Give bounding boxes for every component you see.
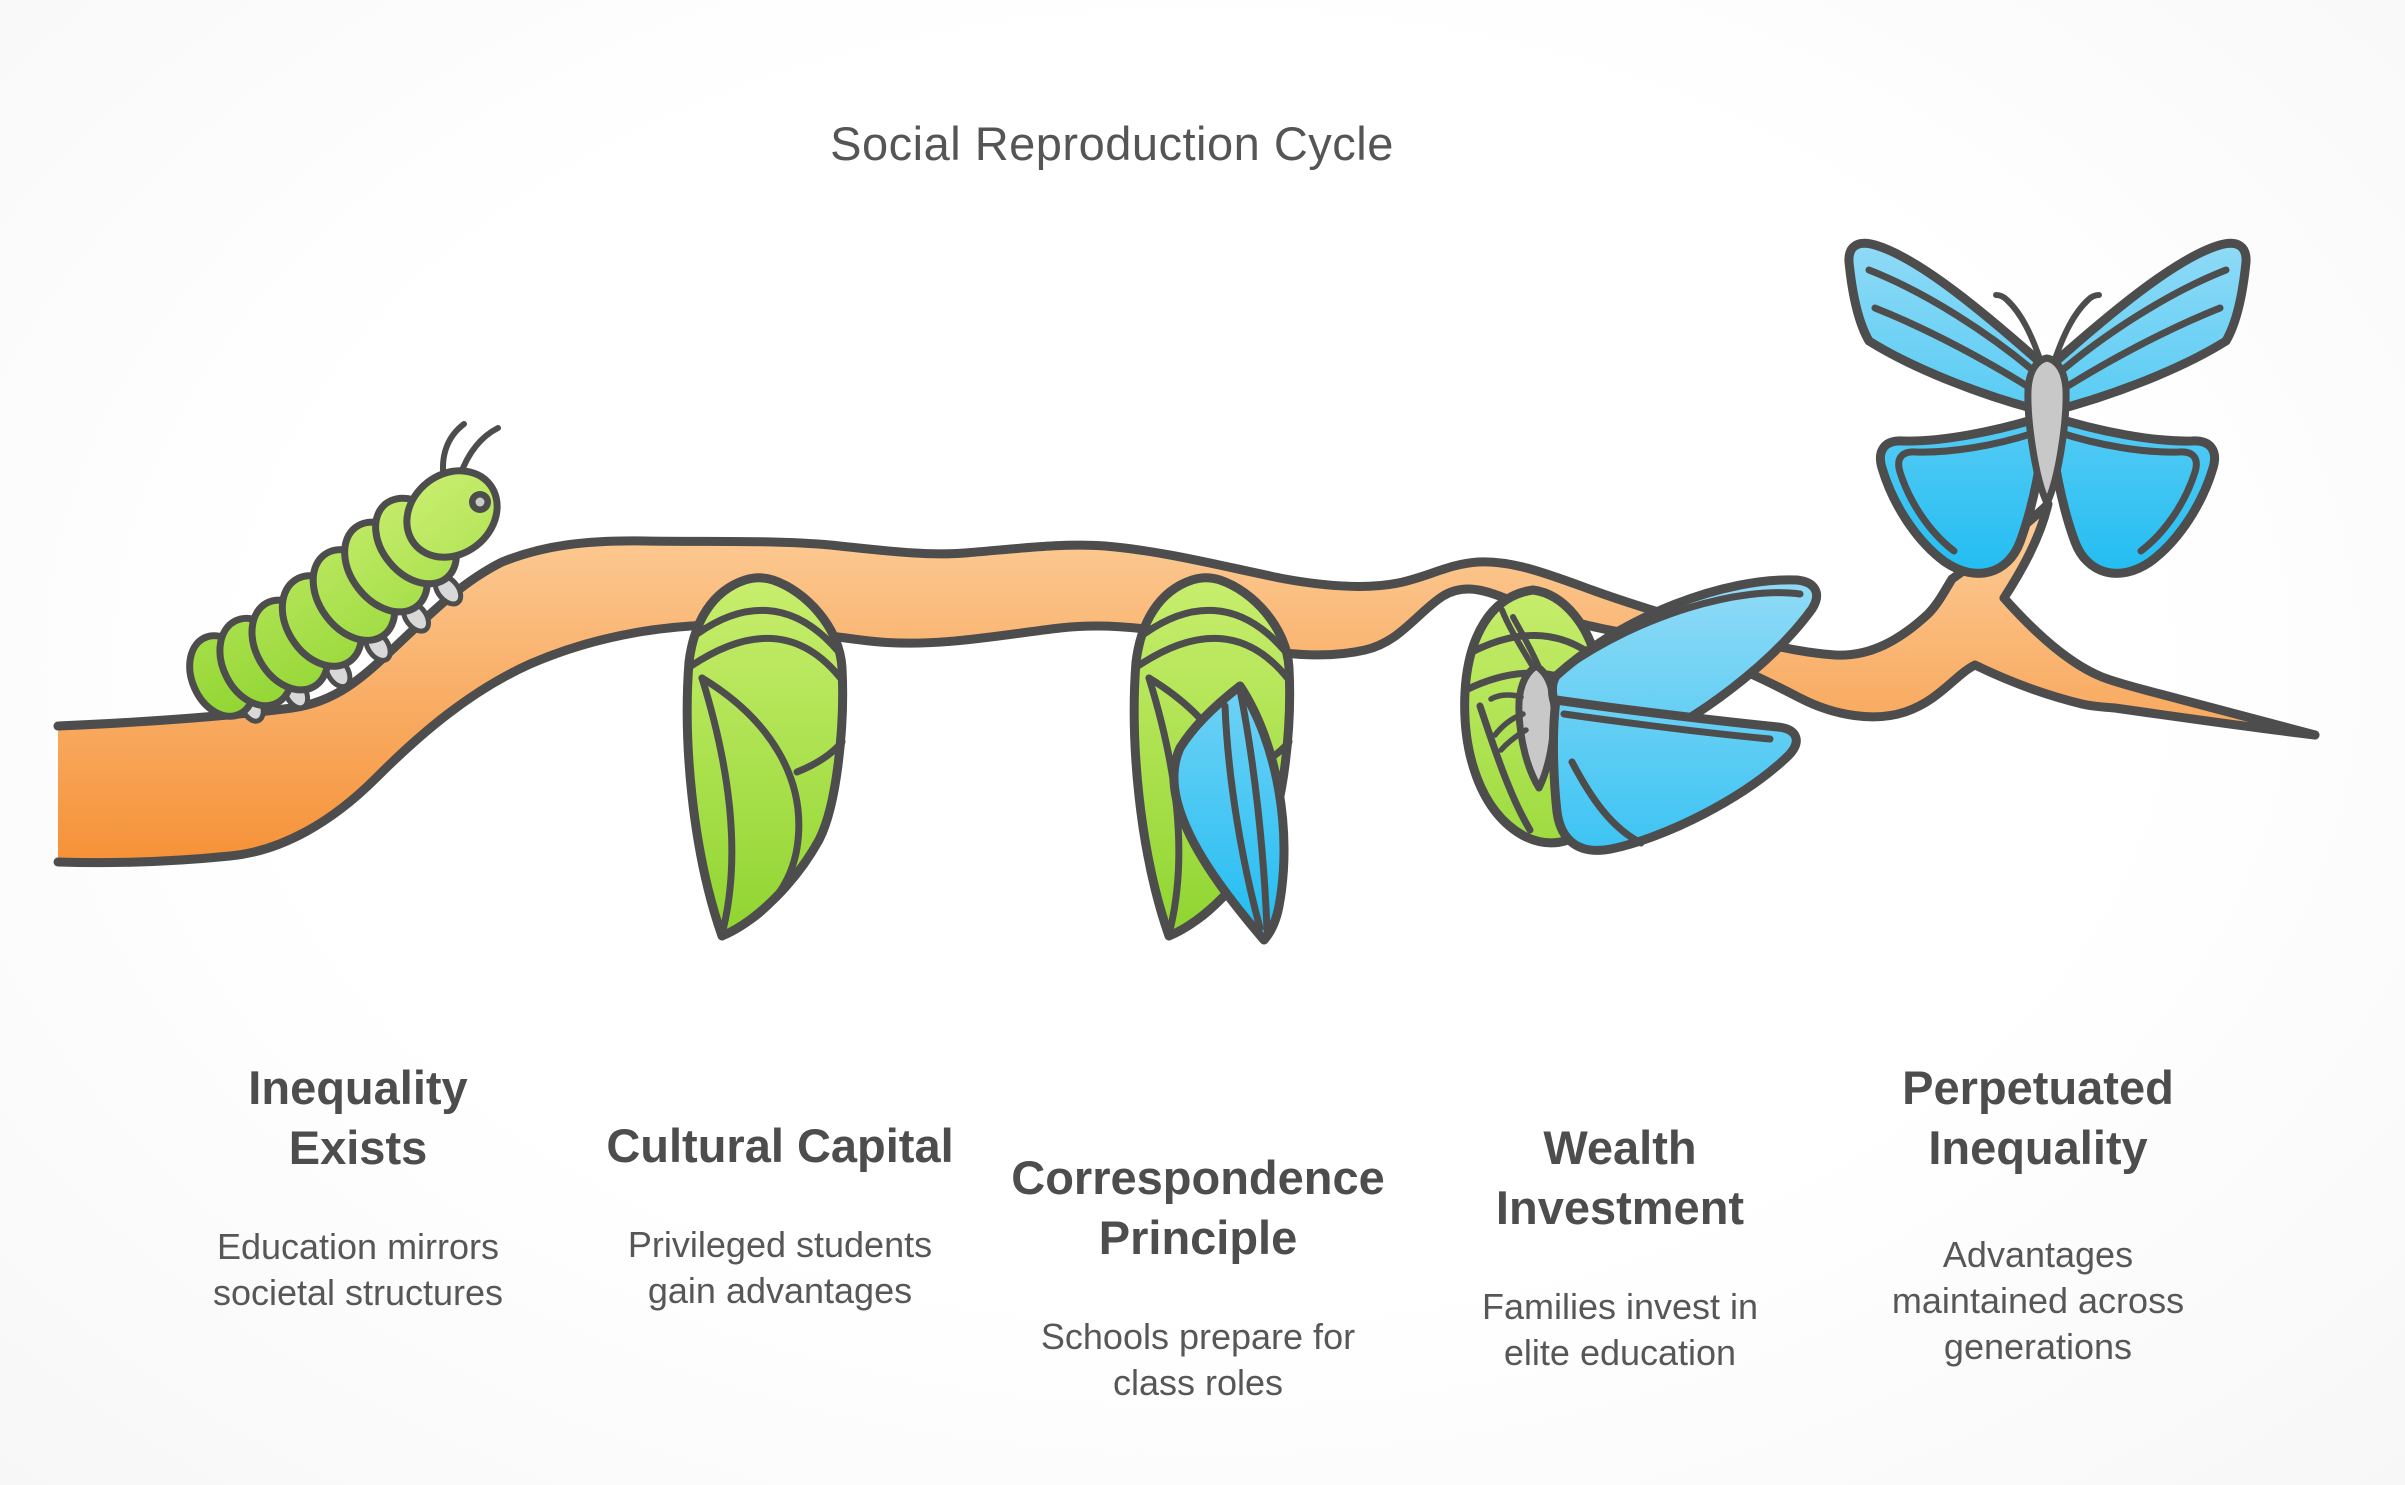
chrysalis-ridges	[687, 606, 846, 938]
branch-fill	[58, 504, 2315, 863]
lower-wing-inner-line	[1895, 428, 2041, 555]
branch-icon	[53, 499, 2320, 868]
caterpillar-icon	[186, 421, 501, 724]
stage-label-perpetuated-inequality: Perpetuated Inequality Advantages mainta…	[1892, 1040, 2184, 1389]
butterfly-legs	[1488, 692, 1529, 753]
stage-description: Privileged students gain advantages	[627, 1224, 933, 1312]
stage-description: Schools prepare for class roles	[1040, 1316, 1356, 1404]
stage-heading: Cultural Capital	[606, 1119, 954, 1172]
stage-label-wealth-investment: Wealth Investment Families invest in eli…	[1482, 1100, 1758, 1394]
stage-description: Advantages maintained across generations	[1891, 1234, 2185, 1368]
caterpillar-eye-icon	[469, 491, 491, 513]
chrysalis-emerging-wing-icon	[1134, 578, 1289, 945]
chrysalis-icon	[682, 573, 848, 941]
stage-description: Families invest in elite education	[1481, 1286, 1759, 1374]
butterfly-body	[2024, 354, 2070, 507]
emerging-wing	[1169, 681, 1289, 945]
hindwing-veins	[1560, 710, 1774, 847]
caterpillar-head	[403, 467, 501, 561]
branch-outline-top	[53, 499, 2320, 740]
stage-heading: Correspondence Principle	[1011, 1151, 1385, 1265]
caterpillar-body	[186, 467, 501, 720]
stage-label-correspondence-principle: Correspondence Principle Schools prepare…	[1011, 1130, 1384, 1424]
butterfly-right-wings	[2049, 243, 2246, 573]
stage-heading: Perpetuated Inequality	[1902, 1061, 2174, 1175]
upper-wing-veins	[1865, 266, 2047, 400]
stage-label-cultural-capital: Cultural Capital Privileged students gai…	[606, 1098, 953, 1332]
hindwing	[1548, 695, 1801, 855]
branch-outline-bottom	[53, 584, 2320, 868]
stage-label-inequality-exists: Inequality Exists Education mirrors soci…	[213, 1040, 503, 1334]
emerging-wing-veins	[1221, 686, 1271, 934]
butterfly-icon	[1844, 238, 2246, 578]
stage-heading: Inequality Exists	[248, 1061, 468, 1175]
emerging-butterfly-icon	[1460, 575, 1821, 855]
forewing-vein	[1561, 589, 1804, 672]
upper-wing	[1844, 238, 2051, 417]
butterfly-left-wings	[1844, 238, 2051, 578]
page-title: Social Reproduction Cycle	[830, 117, 1394, 170]
stage-heading: Wealth Investment	[1495, 1121, 1745, 1235]
butterfly-antennae	[1993, 292, 2102, 365]
stage-description: Education mirrors societal structures	[212, 1226, 504, 1314]
